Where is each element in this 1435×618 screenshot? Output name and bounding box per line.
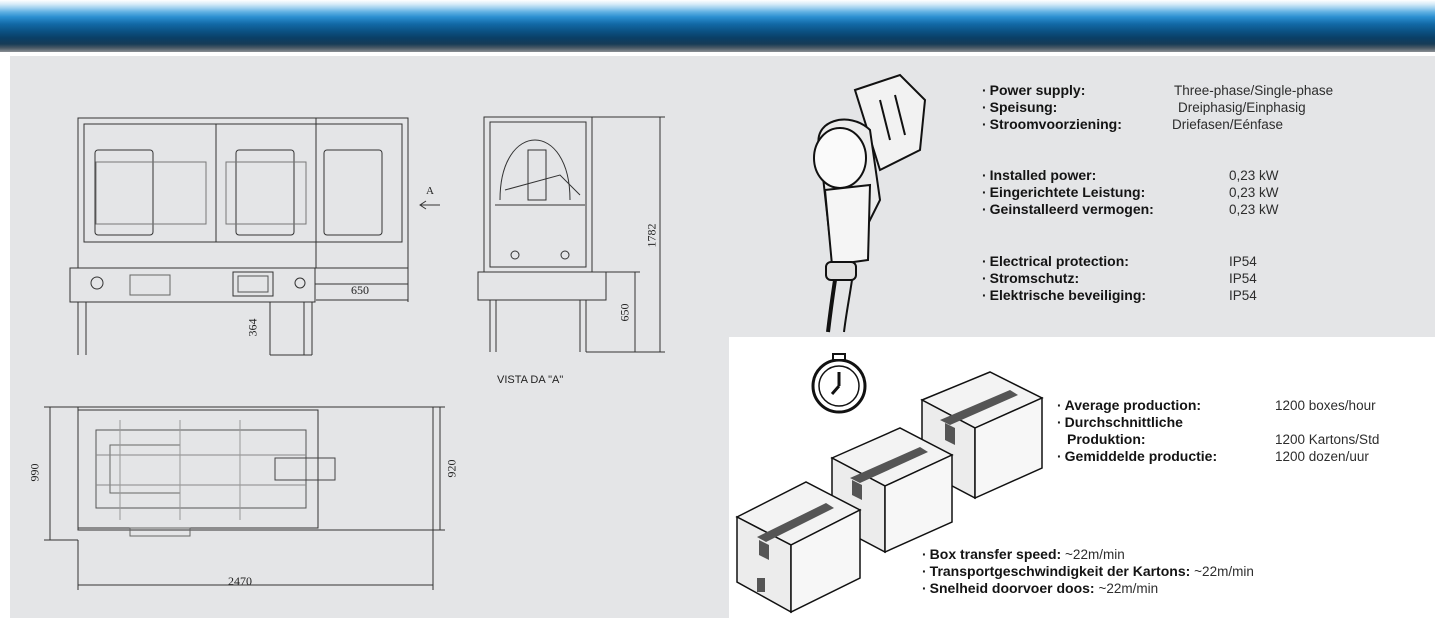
- transfer-value-nl: ~22m/min: [1098, 581, 1159, 596]
- protection-label-nl: Elektrische beveiliging:: [989, 287, 1147, 303]
- header-banner: [0, 0, 1435, 52]
- production-label-nl: Gemiddelde productie:: [1064, 448, 1218, 464]
- installed-label-nl: Geinstalleerd vermogen:: [989, 201, 1154, 217]
- section-marker-a: A: [426, 185, 434, 197]
- protection-value-en: IP54: [1229, 254, 1257, 269]
- installed-value-nl: 0,23 kW: [1229, 202, 1279, 217]
- boxes-illustration: [735, 371, 1044, 614]
- production-value-nl: 1200 dozen/uur: [1275, 449, 1369, 464]
- production-label-de-2: Produktion:: [1067, 431, 1146, 447]
- production-value-en: 1200 boxes/hour: [1275, 398, 1376, 413]
- transfer-label-en: Box transfer speed:: [929, 546, 1062, 562]
- dim-650-side: 650: [617, 303, 632, 322]
- dim-990: 990: [27, 463, 42, 482]
- dim-650-front: 650: [351, 283, 369, 297]
- power-plug-icon: [813, 73, 927, 333]
- installed-value-de: 0,23 kW: [1229, 185, 1279, 200]
- protection-label-de: Stromschutz:: [989, 270, 1080, 286]
- production-label-de-1: Durchschnittliche: [1064, 414, 1183, 430]
- dim-1782: 1782: [644, 223, 659, 248]
- protection-label-en: Electrical protection:: [989, 253, 1129, 269]
- side-view-drawing: [477, 116, 665, 353]
- dim-364: 364: [245, 318, 260, 337]
- transfer-label-nl: Snelheid doorvoer doos:: [929, 580, 1095, 596]
- transfer-value-de: ~22m/min: [1194, 564, 1254, 579]
- front-view-drawing: [69, 117, 440, 356]
- power-supply-block: ·Power supply:Three-phase/Single-phase ·…: [982, 82, 1334, 132]
- installed-label-en: Installed power:: [989, 167, 1097, 183]
- installed-value-en: 0,23 kW: [1229, 168, 1279, 183]
- power-value-en: Three-phase/Single-phase: [1174, 83, 1334, 98]
- protection-value-de: IP54: [1229, 271, 1257, 286]
- installed-power-block: ·Installed power:0,23 kW ·Eingerichtete …: [982, 167, 1279, 217]
- production-label-en: Average production:: [1064, 397, 1202, 413]
- side-view-label: VISTA DA "A": [497, 374, 564, 386]
- protection-block: ·Electrical protection:IP54 ·Stromschutz…: [982, 253, 1257, 303]
- transfer-value-en: ~22m/min: [1065, 547, 1125, 562]
- top-view-drawing: [44, 406, 445, 590]
- installed-label-de: Eingerichtete Leistung:: [989, 184, 1146, 200]
- dim-2470: 2470: [228, 574, 252, 588]
- power-value-de: Dreiphasig/Einphasig: [1178, 100, 1306, 115]
- protection-value-nl: IP54: [1229, 288, 1257, 303]
- stopwatch-icon: [811, 353, 867, 414]
- power-value-nl: Driefasen/Eénfase: [1172, 117, 1284, 132]
- power-label-en: Power supply:: [989, 82, 1086, 98]
- production-block: ·Average production:1200 boxes/hour ·Dur…: [1057, 397, 1380, 464]
- transfer-label-de: Transportgeschwindigkeit der Kartons:: [929, 563, 1191, 579]
- power-label-de: Speisung:: [989, 99, 1058, 115]
- production-value-de: 1200 Kartons/Std: [1275, 432, 1380, 447]
- transfer-speed-block: ·Box transfer speed: ~22m/min ·Transport…: [922, 546, 1254, 596]
- power-label-nl: Stroomvoorziening:: [989, 116, 1122, 132]
- dim-920: 920: [444, 459, 459, 478]
